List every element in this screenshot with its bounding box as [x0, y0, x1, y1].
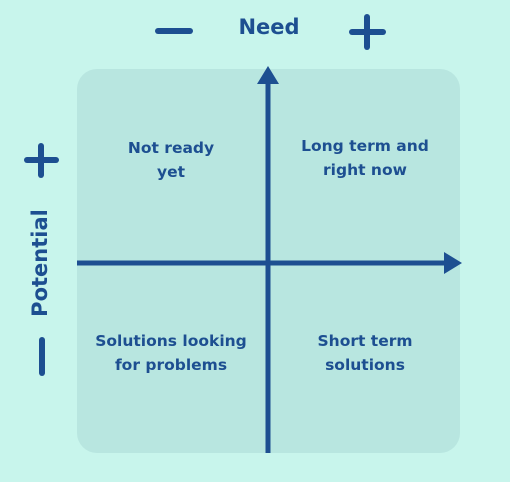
- need-plus-icon: [349, 14, 386, 50]
- potential-axis-title: Potential: [28, 209, 52, 317]
- potential-plus-icon: [24, 143, 59, 178]
- quadrant-bottom-left-line-1: Solutions looking: [95, 332, 247, 350]
- quadrant-bottom-right-line-2: solutions: [325, 356, 405, 374]
- quadrant-bottom-left-line-2: for problems: [114, 356, 228, 374]
- quadrant-bottom-right-line-1: Short term: [317, 332, 413, 350]
- quadrant-top-left-label: Not ready yet: [128, 136, 214, 184]
- quadrant-top-right-line-1: Long term and: [301, 137, 429, 155]
- quadrant-top-left-line-1: Not ready: [127, 139, 215, 157]
- horizontal-axis-arrowhead: [444, 252, 462, 274]
- quadrant-top-left-line-2: yet: [156, 163, 186, 181]
- quadrant-bottom-right-label: Short term solutions: [317, 329, 412, 377]
- vertical-axis-arrowhead: [257, 66, 279, 84]
- quadrant-top-right-label: Long term and right now: [301, 134, 429, 182]
- quadrant-top-right-line-2: right now: [323, 161, 407, 179]
- quadrant-bottom-left-label: Solutions looking for problems: [95, 329, 247, 377]
- need-axis-title: Need: [238, 15, 300, 39]
